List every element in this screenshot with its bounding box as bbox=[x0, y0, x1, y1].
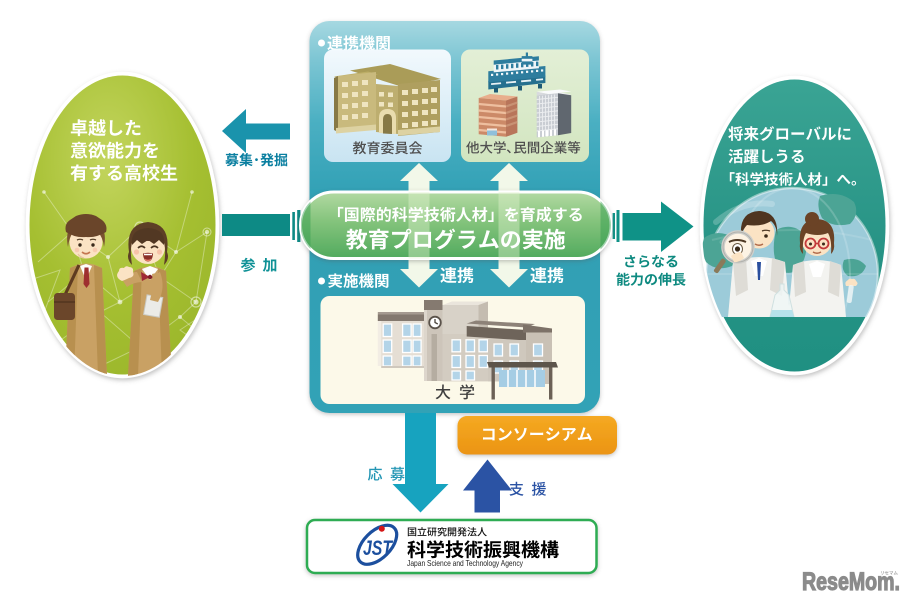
svg-text:JST: JST bbox=[363, 537, 394, 560]
svg-text:Japan Science and Technology A: Japan Science and Technology Agency bbox=[407, 558, 524, 568]
svg-text:ReseMom.: ReseMom. bbox=[802, 568, 900, 596]
